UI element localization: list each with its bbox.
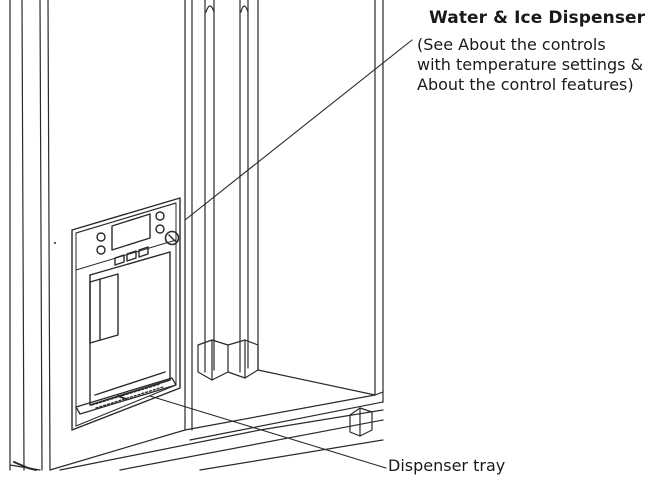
dispenser-callout-line-2: with temperature settings &: [417, 55, 644, 74]
leader-lines: [149, 39, 413, 469]
dispenser-housing: [71, 197, 181, 431]
dispenser-callout-line-3: About the control features): [417, 75, 634, 94]
door-handles: [197, 0, 259, 381]
dispenser-tray-label: Dispenser tray: [388, 456, 506, 475]
dispenser-callout-line-1: (See About the controls: [417, 35, 606, 54]
dispenser-callout-title: Water & Ice Dispenser: [429, 8, 646, 28]
dispenser-leader-line: [184, 39, 413, 221]
fridge-left-door-edges: [9, 0, 51, 471]
right-door: [257, 0, 384, 396]
freezer-drawer: [59, 391, 384, 471]
dispenser-tray: [75, 377, 177, 415]
panel-dot: [54, 242, 56, 244]
tray-leader-line: [149, 395, 387, 469]
